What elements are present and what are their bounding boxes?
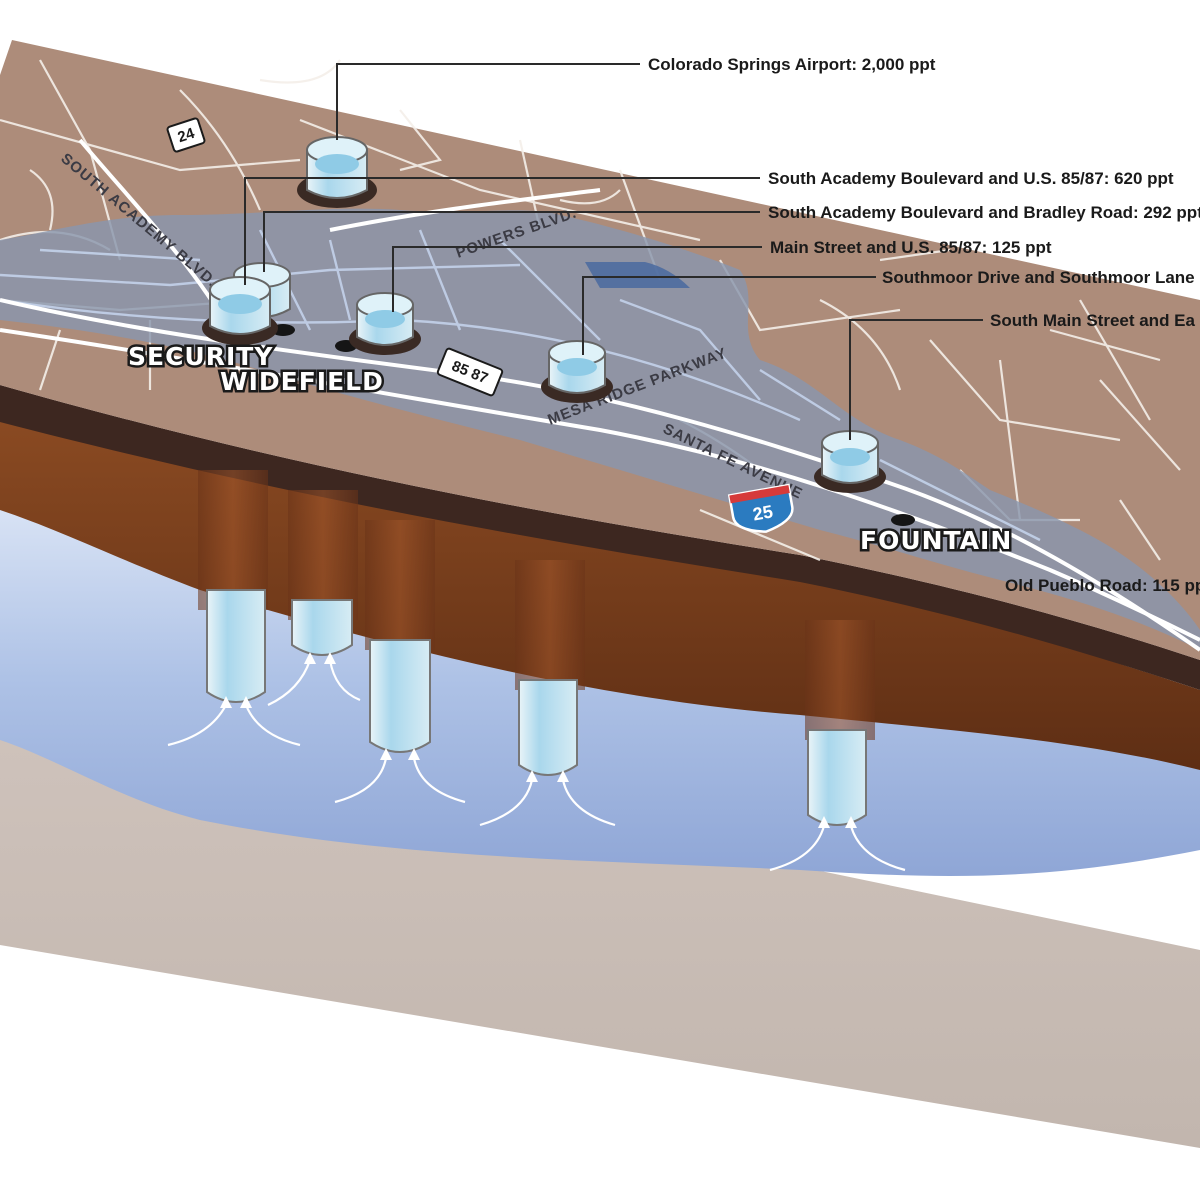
pond [585,262,690,288]
callout-airport: Colorado Springs Airport: 2,000 ppt [648,55,936,74]
topsoil-band [0,385,1200,690]
callout-south-main: South Main Street and Ea [990,311,1196,330]
leader-lines [244,63,983,440]
flow-arrows [167,659,906,872]
town-label-fountain: FOUNTAIN [860,526,1012,555]
well-academy-8587 [202,276,278,345]
town-label-security: SECURITY [128,342,273,371]
well-southmoor [541,340,613,403]
flow-arrowheads [220,652,857,828]
surface-wells [202,136,886,493]
callout-academy-8587: South Academy Boulevard and U.S. 85/87: … [768,169,1174,188]
us24-shield-label: 24 [176,125,198,147]
well-pipes [206,589,867,826]
well-airport [297,136,377,208]
us24-shield: 24 [166,117,206,153]
callout-academy-bradley: South Academy Boulevard and Bradley Road… [768,203,1200,222]
callout-southmoor: Southmoor Drive and Southmoor Lane [882,268,1195,287]
i25-shield-label: 25 [751,501,774,524]
town-label-widefield: WIDEFIELD [220,367,384,396]
i25-shield: 25 [727,483,794,533]
well-south-main [814,430,886,493]
callout-main-8587: Main Street and U.S. 85/87: 125 ppt [770,238,1052,257]
callout-old-pueblo: Old Pueblo Road: 115 ppt [1005,576,1200,595]
us8587-shield: 85 87 [436,347,504,397]
well-main-8587 [349,292,421,355]
well-shafts [198,470,875,740]
